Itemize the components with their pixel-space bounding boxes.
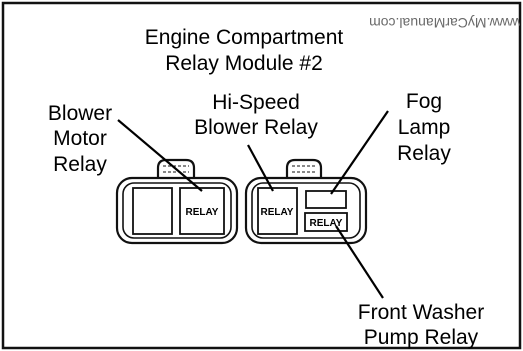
label-fog-lamp-line-1: Fog [406,90,442,113]
label-fog-lamp-line-3: Relay [397,142,451,165]
label-fog-lamp-line-2: Lamp [398,116,451,139]
left-handle-texture [163,165,189,173]
left-housing-inner [122,182,232,239]
hi-speed-blower-relay [257,187,298,235]
label-blower-motor-line-2: Motor [53,127,107,150]
blower-motor-relay-tag: RELAY [186,207,219,218]
title-line-2: Relay Module #2 [165,52,323,75]
label-blower-motor-line-1: Blower [48,102,112,125]
hi-speed-blower-relay-tag: RELAY [261,207,294,218]
fog-lamp-relay [305,190,347,209]
leader-hi-speed-blower [247,144,274,192]
leader-front-washer [335,225,384,299]
label-hi-speed-line-2: Blower Relay [194,116,318,139]
watermark: www.MyCarManual.com [369,15,521,31]
label-hi-speed-line-1: Hi-Speed [212,91,300,114]
left-empty-slot [132,187,173,235]
leader-blower-motor [117,119,203,192]
right-handle-texture [292,165,316,173]
label-front-washer-line-1: Front Washer [358,301,484,324]
left-housing-handle [156,158,196,181]
right-housing-inner [251,182,361,239]
blower-motor-relay [179,187,225,235]
label-front-washer-line-2: Pump Relay [364,326,479,349]
label-blower-motor-line-3: Relay [53,153,107,176]
right-housing-handle [285,158,323,181]
front-washer-pump-relay-tag: RELAY [310,218,343,229]
left-relay-housing: RELAY [115,158,239,245]
leader-fog-lamp [330,110,389,195]
title-line-1: Engine Compartment [145,26,344,49]
